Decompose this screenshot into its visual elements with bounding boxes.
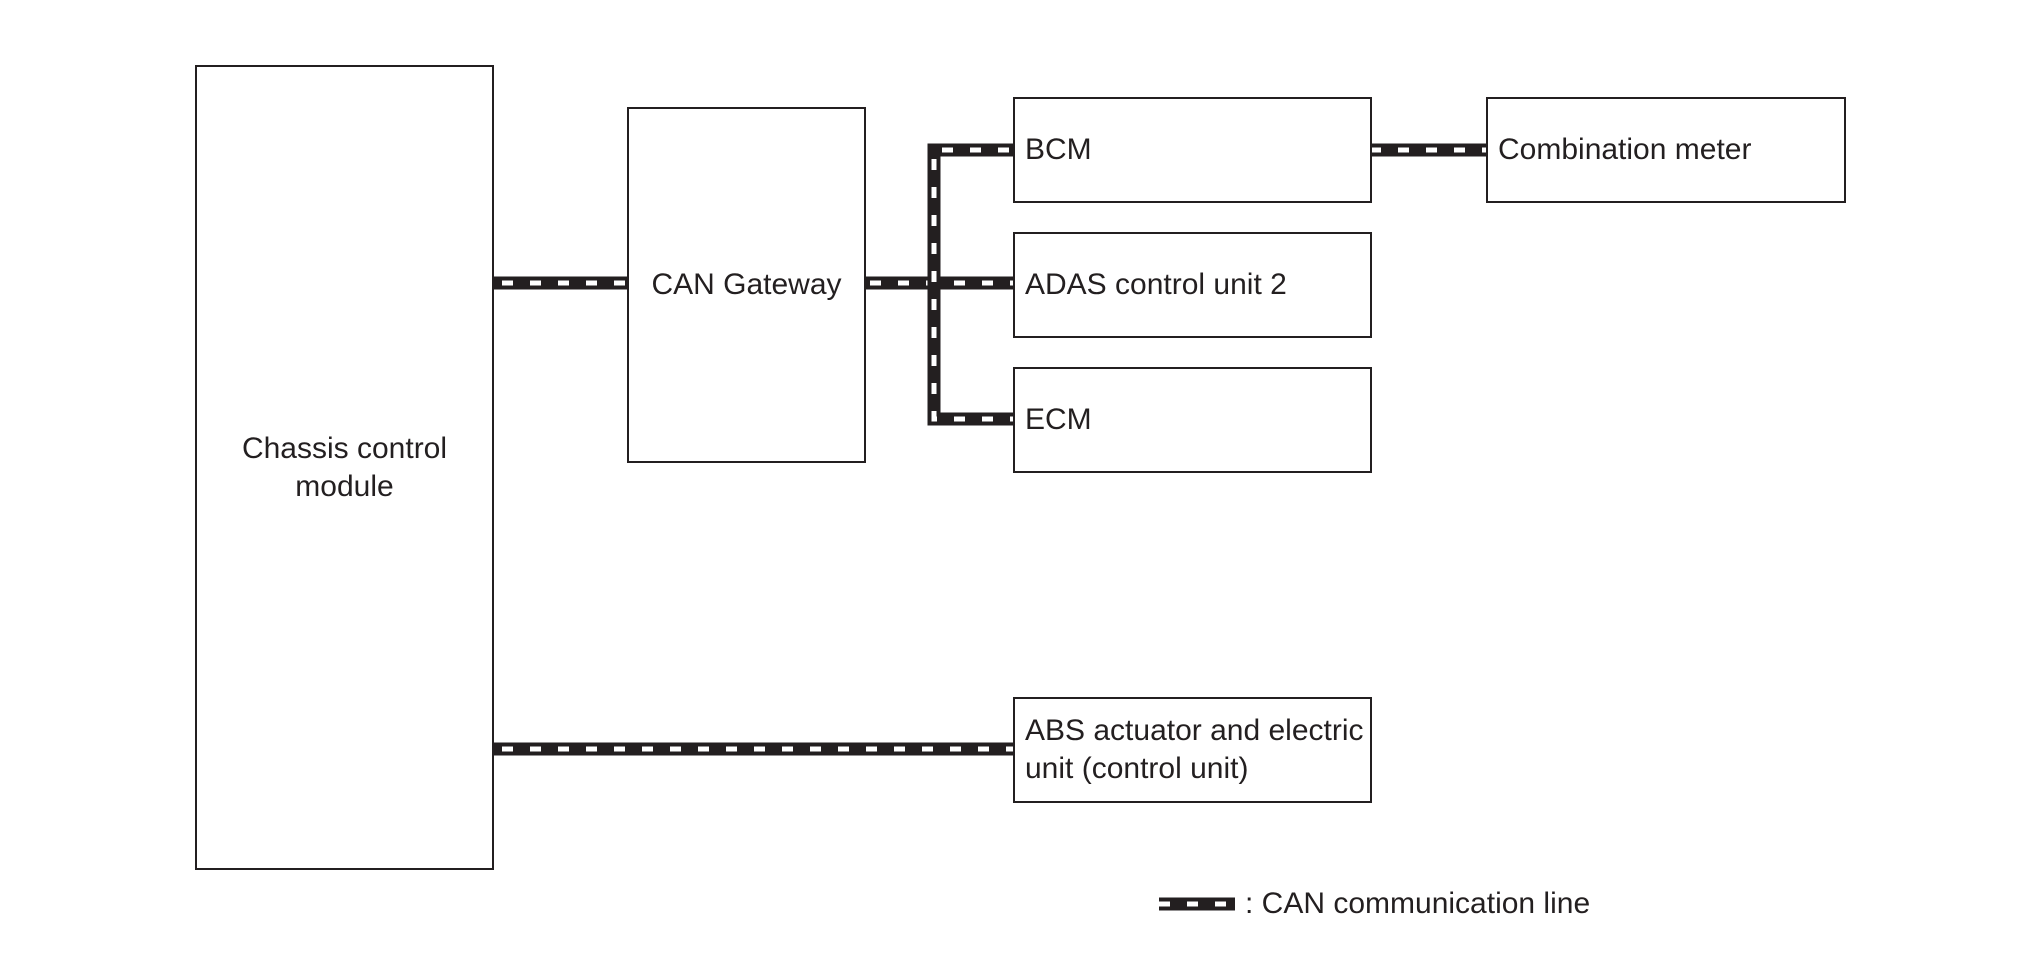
ecm-label: ECM [1025, 403, 1092, 436]
ecm-module: ECM [1013, 367, 1372, 473]
abs-label-line2: unit (control unit) [1025, 752, 1249, 785]
abs-label-line1: ABS actuator and electric [1025, 714, 1364, 747]
chassis-control-module: Chassis control module [195, 65, 494, 870]
legend-label: : CAN communication line [1245, 887, 1591, 920]
chassis-label-line2: module [295, 469, 394, 503]
can-line-legend-icon [1159, 897, 1235, 911]
abs-actuator-label: ABS actuator and electric unit (control … [1015, 712, 1364, 788]
can-gateway-module: CAN Gateway [627, 107, 866, 463]
bcm-label: BCM [1025, 133, 1092, 166]
chassis-label-line1: Chassis control [241, 431, 448, 465]
combination-meter-label: Combination meter [1498, 133, 1752, 166]
legend: : CAN communication line [1157, 880, 1590, 928]
can-gateway-label: CAN Gateway [651, 268, 842, 301]
adas-control-unit-label: ADAS control unit 2 [1025, 268, 1287, 301]
adas-control-unit-module: ADAS control unit 2 [1013, 232, 1372, 338]
chassis-control-module-label: Chassis control module [242, 430, 447, 506]
can-line-junction-vertical [927, 143, 1013, 426]
bcm-module: BCM [1013, 97, 1372, 203]
combination-meter-module: Combination meter [1486, 97, 1846, 203]
abs-actuator-module: ABS actuator and electric unit (control … [1013, 697, 1372, 803]
